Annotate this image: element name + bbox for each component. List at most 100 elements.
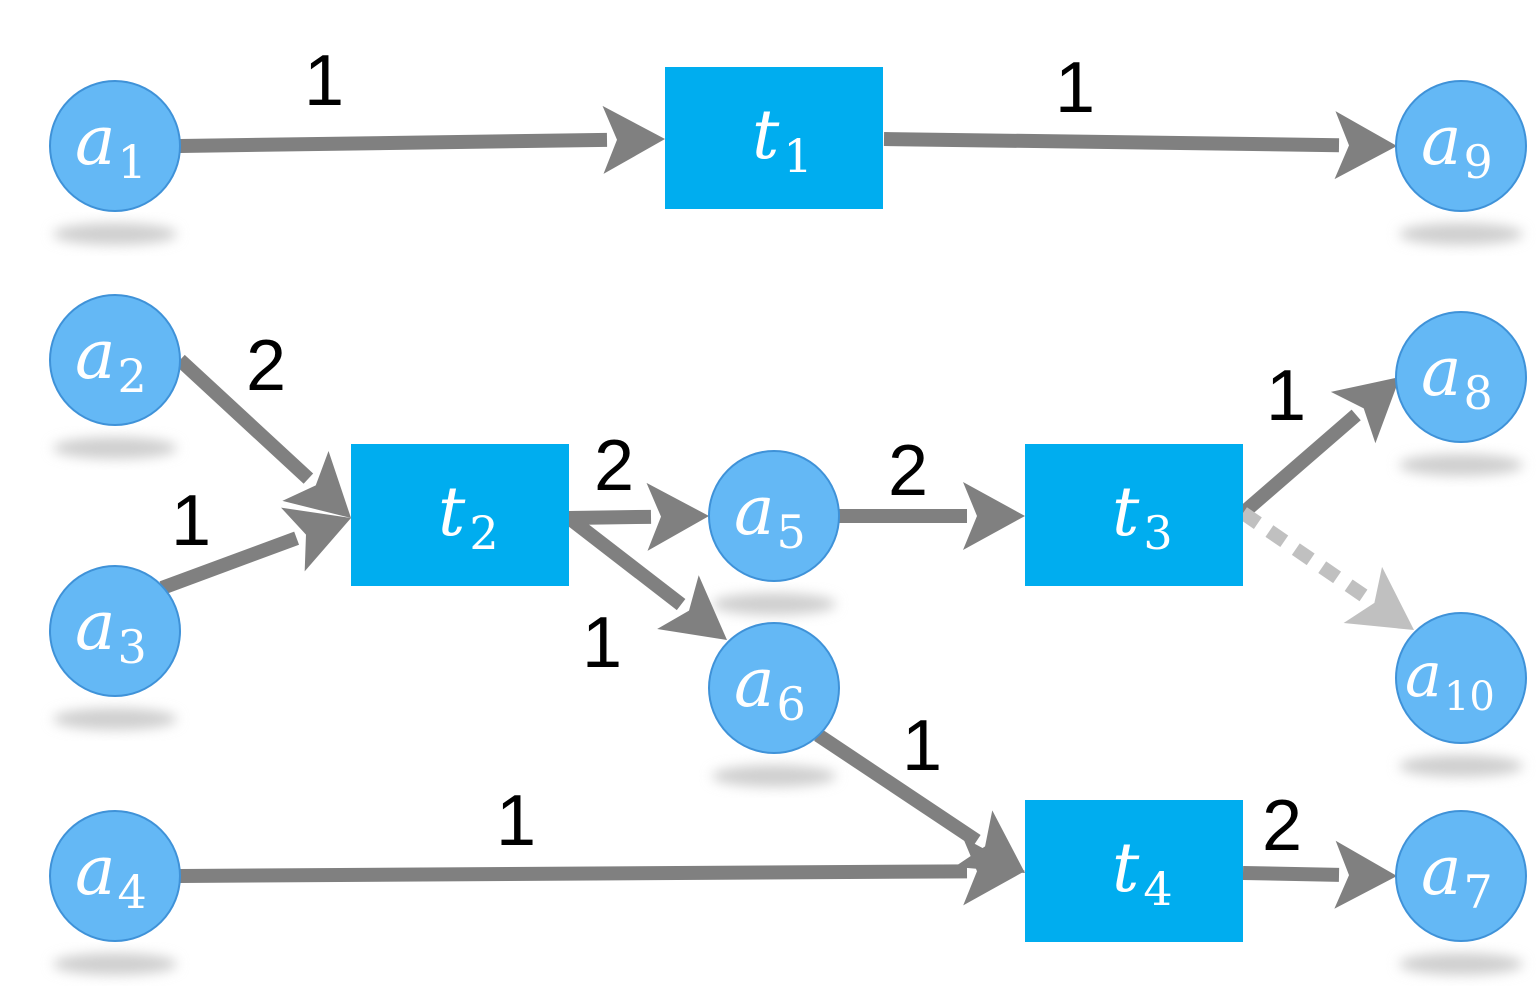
place-base-a5: a [734, 472, 775, 551]
place-shadow-a3 [53, 708, 177, 730]
arc-head-a3-t2 [281, 507, 351, 572]
arc-shaft-t2-a6 [564, 512, 686, 611]
arc-a1-t1[interactable] [179, 105, 665, 174]
arc-t2-a5[interactable] [568, 482, 709, 551]
arc-shaft-a1-t1 [179, 132, 608, 153]
place-base-a2: a [75, 316, 116, 395]
place-base-a7: a [1421, 832, 1462, 911]
place-circle-a8 [1395, 311, 1527, 443]
place-label-a10: a10 [1405, 638, 1495, 720]
arc-t3-a10[interactable] [1239, 507, 1414, 630]
arc-a4-t4[interactable] [179, 837, 1025, 906]
transition-box-t2 [351, 444, 569, 586]
arc-head-a4-t4 [962, 837, 1025, 906]
place-circle-a4 [49, 810, 181, 942]
arc-shaft-a2-t2 [175, 354, 314, 484]
place-a3[interactable]: a3 [49, 565, 181, 697]
arc-shaft-t1-a9 [883, 132, 1340, 153]
arc-head-t3-a8 [1330, 377, 1400, 444]
transition-t2[interactable]: t2 [351, 444, 569, 586]
place-base-a1: a [75, 102, 116, 181]
arc-weight-a5-t3: 2 [888, 431, 928, 511]
arc-weight-a2-t2: 2 [246, 326, 286, 406]
arc-head-a5-t3 [963, 482, 1025, 550]
place-shadow-a10 [1399, 755, 1523, 777]
place-a4[interactable]: a4 [49, 810, 181, 942]
arc-shaft-t4-a7 [1242, 866, 1340, 882]
place-sub-a1: 1 [118, 135, 147, 189]
place-circle-a5 [708, 450, 840, 582]
place-sub-a7: 7 [1464, 865, 1493, 919]
transition-base-t1: t [752, 96, 780, 175]
transition-label-t4: t4 [1112, 829, 1173, 916]
place-circle-a1 [49, 80, 181, 212]
place-base-a3: a [75, 587, 116, 666]
place-label-a6: a6 [734, 644, 806, 731]
place-label-a2: a2 [75, 316, 147, 403]
arc-t2-a6[interactable] [564, 512, 727, 640]
place-circle-a7 [1395, 810, 1527, 942]
transition-sub-t1: 1 [783, 129, 812, 183]
place-a7[interactable]: a7 [1395, 810, 1527, 942]
place-shadow-a7 [1399, 953, 1523, 975]
place-shadow-a4 [53, 953, 177, 975]
arc-head-t3-a10 [1343, 566, 1414, 630]
transition-t4[interactable]: t4 [1025, 800, 1243, 942]
place-label-a8: a8 [1421, 333, 1493, 420]
arc-a3-t2[interactable] [159, 507, 351, 595]
place-sub-a2: 2 [118, 349, 147, 403]
transition-base-t3: t [1112, 473, 1140, 552]
place-a9[interactable]: a9 [1395, 80, 1527, 212]
transition-t3[interactable]: t3 [1025, 444, 1243, 586]
place-a10[interactable]: a10 [1395, 612, 1527, 744]
place-shadow-a2 [53, 437, 177, 459]
place-circle-a6 [708, 622, 840, 754]
transition-label-t1: t1 [752, 96, 813, 183]
transition-sub-t4: 4 [1143, 862, 1172, 916]
place-sub-a9: 9 [1464, 135, 1493, 189]
arc-head-a1-t1 [602, 105, 665, 174]
place-label-a3: a3 [75, 587, 147, 674]
place-a2[interactable]: a2 [49, 294, 181, 426]
place-shadow-a8 [1399, 454, 1523, 476]
arc-head-a2-t2 [282, 450, 351, 518]
place-base-a8: a [1421, 333, 1462, 412]
place-sub-a6: 6 [777, 677, 806, 731]
arc-a2-t2[interactable] [175, 354, 351, 518]
place-shadow-a5 [712, 593, 836, 615]
place-sub-a10: 10 [1444, 674, 1495, 720]
place-sub-a3: 3 [118, 620, 147, 674]
transition-base-t2: t [438, 473, 466, 552]
arc-t3-a8[interactable] [1238, 377, 1400, 519]
arc-head-t1-a9 [1334, 111, 1397, 180]
place-label-a4: a4 [75, 832, 147, 919]
transition-t1[interactable]: t1 [665, 67, 883, 209]
transition-box-t4 [1025, 800, 1243, 942]
transition-sub-t3: 3 [1143, 506, 1172, 560]
place-a5[interactable]: a5 [708, 450, 840, 582]
place-sub-a5: 5 [777, 505, 806, 559]
arc-shaft-a3-t2 [159, 531, 300, 595]
place-shadow-a9 [1399, 223, 1523, 245]
arc-weight-t2-a6: 1 [582, 603, 622, 683]
place-a8[interactable]: a8 [1395, 311, 1527, 443]
arc-weight-t4-a7: 2 [1262, 786, 1302, 866]
arc-weight-a3-t2: 1 [171, 481, 211, 561]
place-circle-a10 [1395, 612, 1527, 744]
transition-box-t1 [665, 67, 883, 209]
place-shadow-a6 [712, 765, 836, 787]
place-shadow-a1 [53, 223, 177, 245]
transition-box-t3 [1025, 444, 1243, 586]
arc-weight-t2-a5: 2 [594, 426, 634, 506]
arc-weight-a1-t1: 1 [304, 41, 344, 121]
arc-a5-t3[interactable] [839, 482, 1025, 550]
arcs-layer [159, 105, 1414, 909]
place-a6[interactable]: a6 [708, 622, 840, 754]
transition-sub-t2: 2 [469, 506, 498, 560]
place-label-a5: a5 [734, 472, 806, 559]
arc-t4-a7[interactable] [1242, 840, 1397, 909]
arc-t1-a9[interactable] [883, 111, 1397, 180]
place-a1[interactable]: a1 [49, 80, 181, 212]
